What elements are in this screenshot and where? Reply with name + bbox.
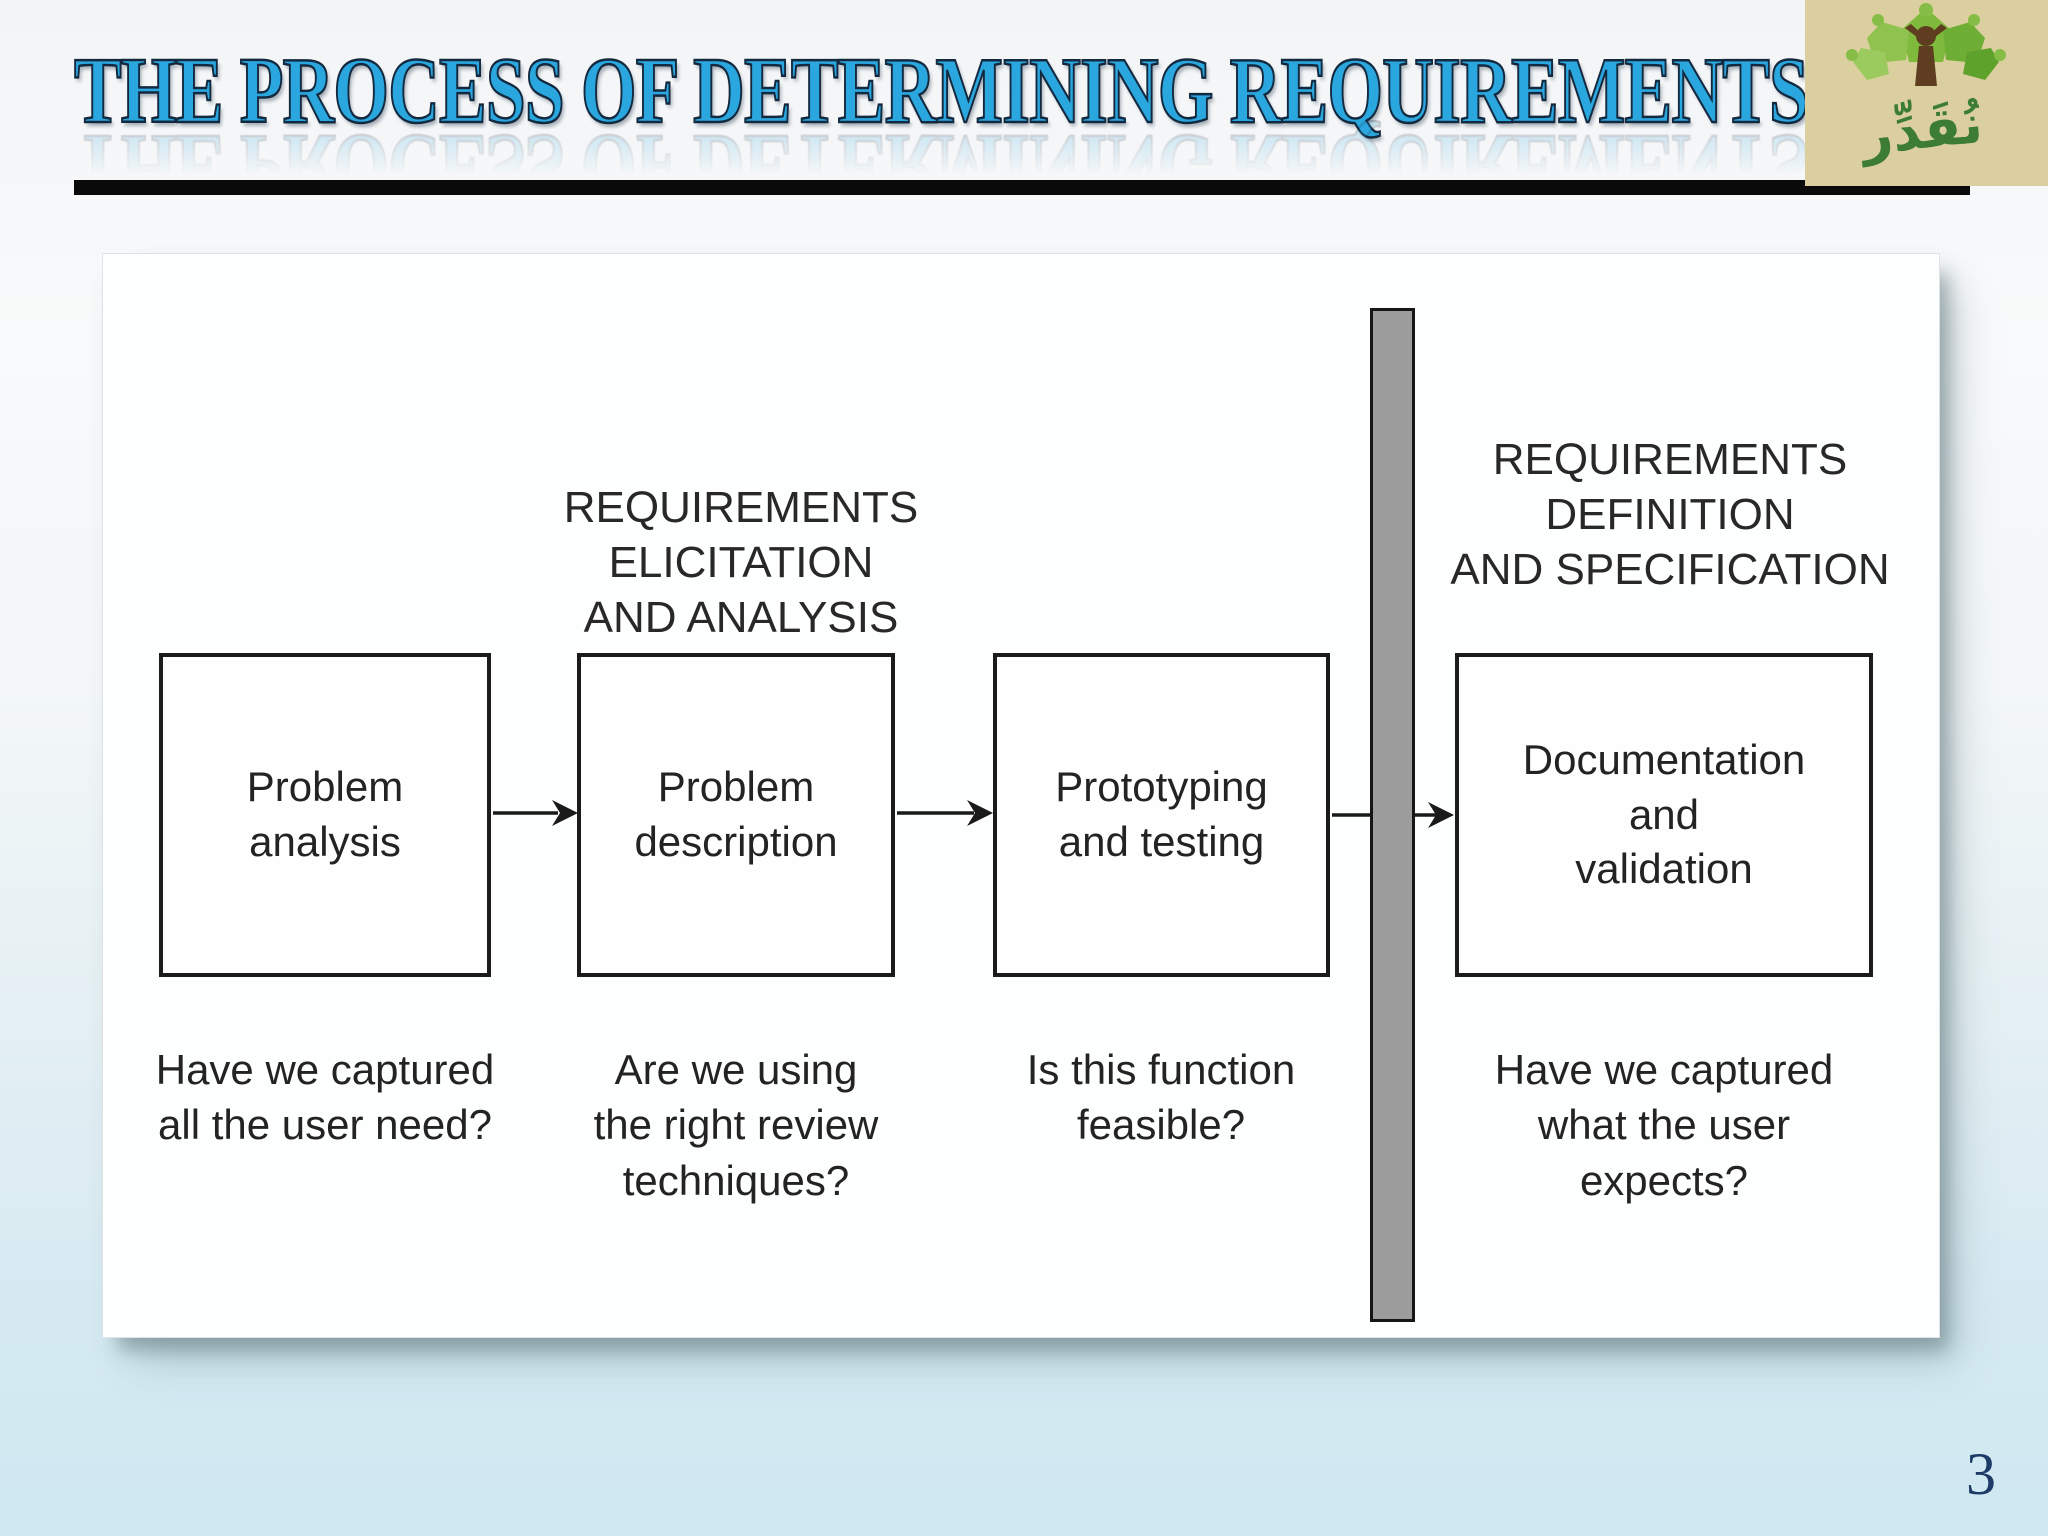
flow-box-problem-analysis: Problem analysis xyxy=(159,653,491,977)
question-problem-description: Are we using the right review techniques… xyxy=(593,1046,879,1204)
question-problem-analysis: Have we captured all the user need? xyxy=(155,1046,495,1149)
slide-title-reflection: THE PROCESS OF DETERMINING REQUIREMENTS xyxy=(73,114,1809,220)
page-number: 3 xyxy=(1966,1441,1996,1507)
organization-logo: نُقَدِّر xyxy=(1805,0,2048,186)
tree-icon: نُقَدِّر xyxy=(1846,3,2006,168)
phase-divider-bar xyxy=(1370,308,1415,1322)
slide-title-block: THE PROCESS OF DETERMINING REQUIREMENTS … xyxy=(73,39,1810,220)
title-underline-bar xyxy=(74,180,1970,195)
logo-arabic-text: نُقَدِّر xyxy=(1855,92,1985,168)
flow-box-documentation-validation: Documentation and validation xyxy=(1455,653,1873,977)
question-documentation-validation: Have we captured what the user expects? xyxy=(1494,1046,1834,1204)
flow-box-problem-description: Problem description xyxy=(577,653,895,977)
section-header-elicitation: REQUIREMENTS ELICITATION AND ANALYSIS xyxy=(563,483,919,642)
slide-title: THE PROCESS OF DETERMINING REQUIREMENTS xyxy=(73,39,1810,143)
person-trunk-icon xyxy=(1905,24,1947,86)
flow-box-prototyping-testing: Prototyping and testing xyxy=(993,653,1330,977)
section-header-definition: REQUIREMENTS DEFINITION AND SPECIFICATIO… xyxy=(1450,435,1890,594)
question-prototyping-testing: Is this function feasible? xyxy=(1026,1046,1296,1149)
